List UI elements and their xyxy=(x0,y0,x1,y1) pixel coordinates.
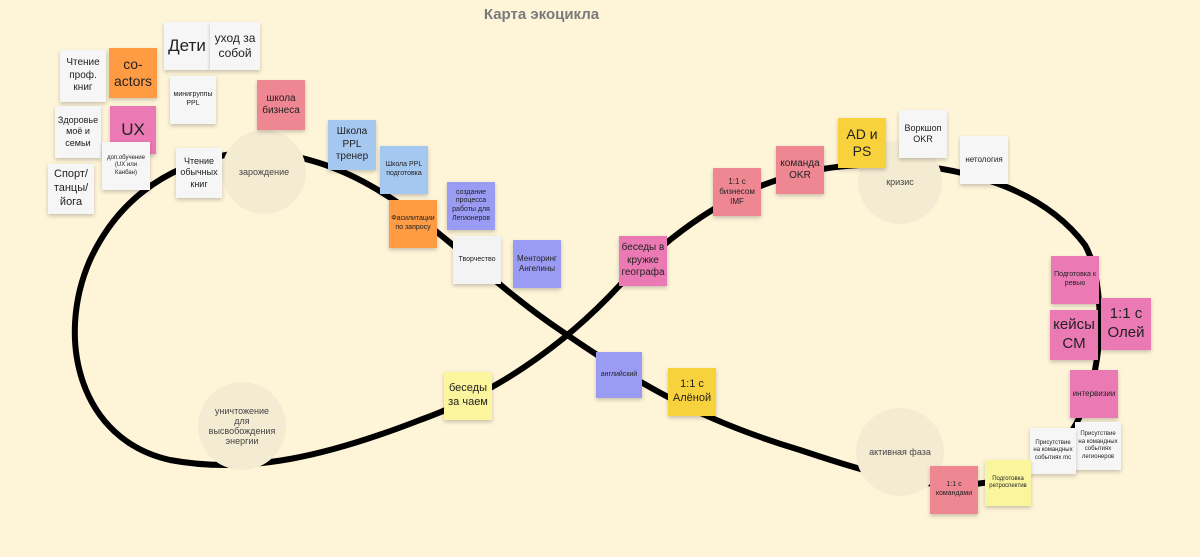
sticky-note-geographer-talks[interactable]: беседы в кружке географа xyxy=(619,236,667,286)
sticky-note-okr-team[interactable]: команда OKR xyxy=(776,146,824,194)
sticky-note-kids[interactable]: Дети xyxy=(164,22,210,70)
sticky-note-text: Подготовка к ревью xyxy=(1054,271,1096,287)
sticky-note-text: Чтение проф. книг xyxy=(66,57,100,94)
sticky-note-health[interactable]: Здоровье моё и семьи xyxy=(55,106,101,158)
sticky-note-minigroups[interactable]: минигруппы PPL xyxy=(170,76,216,124)
sticky-note-text: Творчество xyxy=(458,255,496,263)
sticky-note-reading-prof[interactable]: Чтение проф. книг xyxy=(60,50,106,102)
phase-birth-label: зарождение xyxy=(238,167,290,177)
sticky-note-text: уход за собой xyxy=(214,31,256,60)
sticky-note-text: Дети xyxy=(168,36,206,56)
sticky-note-text: Школа PPL подготовка xyxy=(385,161,423,177)
sticky-note-review-prep[interactable]: Подготовка к ревью xyxy=(1051,256,1099,304)
sticky-note-text: 1:1 с Олей xyxy=(1107,305,1145,341)
sticky-note-text: Здоровье моё и семьи xyxy=(57,115,99,148)
sticky-note-text: минигруппы PPL xyxy=(173,91,213,107)
sticky-note-self-care[interactable]: уход за собой xyxy=(210,22,260,70)
sticky-note-one-on-one-alena[interactable]: 1:1 с Алёной xyxy=(668,368,716,416)
sticky-note-mc-events[interactable]: Присутствие на командных событиях mc xyxy=(1030,428,1076,474)
sticky-note-text: UX xyxy=(121,120,145,140)
sticky-note-okr-workshop[interactable]: Воркшоп OKR xyxy=(899,110,947,158)
sticky-note-text: кейсы CM xyxy=(1053,316,1095,352)
sticky-note-ppl-trainer[interactable]: Школа PPL тренер xyxy=(328,120,376,170)
sticky-note-text: Присутствие на командных событиях mc xyxy=(1033,439,1073,461)
sticky-note-text: Присутствие на командных событиях легион… xyxy=(1078,431,1118,460)
sticky-note-text: создание процесса работы для Легионеров xyxy=(451,188,491,222)
sticky-note-text: беседы в кружке географа xyxy=(621,242,665,279)
sticky-note-text: Подготовка ретроспектив xyxy=(989,475,1027,490)
sticky-note-ppl-prep[interactable]: Школа PPL подготовка xyxy=(380,146,428,194)
sticky-note-reading-ordinary[interactable]: Чтение обычных книг xyxy=(176,148,222,198)
sticky-note-sport[interactable]: Спорт/ танцы/ йога xyxy=(48,164,94,214)
sticky-note-teams-one-on-one[interactable]: 1:1 с командами xyxy=(930,466,978,514)
sticky-note-creativity[interactable]: Творчество xyxy=(453,236,501,284)
sticky-note-legion-events[interactable]: Присутствие на командных событиях легион… xyxy=(1075,422,1121,470)
sticky-note-text: Менторинг Ангелины xyxy=(517,254,557,273)
phase-crisis-label: кризис xyxy=(886,177,914,187)
sticky-note-business-school[interactable]: школа бизнеса xyxy=(257,80,305,130)
sticky-note-netology[interactable]: нетология xyxy=(960,136,1008,184)
sticky-note-text: английский xyxy=(600,370,638,378)
sticky-note-tea-talks[interactable]: беседы за чаем xyxy=(444,372,492,420)
sticky-note-text: нетология xyxy=(965,155,1003,164)
sticky-note-text: доп.обучение (UX или Канбан) xyxy=(107,154,145,176)
sticky-note-ad-ps[interactable]: AD и PS xyxy=(838,118,886,168)
sticky-note-text: школа бизнеса xyxy=(262,92,300,117)
sticky-note-extra-edu[interactable]: доп.обучение (UX или Канбан) xyxy=(102,142,150,190)
sticky-note-english[interactable]: английский xyxy=(596,352,642,398)
sticky-note-co-actors[interactable]: co-actors xyxy=(109,48,157,98)
phase-active: активная фаза xyxy=(856,408,944,496)
sticky-note-cm-cases[interactable]: кейсы CM xyxy=(1050,310,1098,360)
sticky-note-text: 1:1 с Алёной xyxy=(672,378,712,404)
sticky-note-text: Фасилитации по запросу xyxy=(391,215,435,231)
phase-birth: зарождение xyxy=(222,130,306,214)
sticky-note-text: 1:1 с бизнесом IMF xyxy=(719,177,755,206)
sticky-note-text: интервизии xyxy=(1072,389,1116,398)
sticky-note-text: команда OKR xyxy=(780,157,820,182)
sticky-note-one-on-one-olya[interactable]: 1:1 с Олей xyxy=(1101,298,1151,350)
sticky-note-text: беседы за чаем xyxy=(448,382,488,408)
sticky-note-text: 1:1 с командами xyxy=(935,481,973,497)
sticky-note-text: Воркшоп OKR xyxy=(904,122,942,144)
sticky-note-retro-prep[interactable]: Подготовка ретроспектив xyxy=(985,460,1031,506)
sticky-note-imf-business[interactable]: 1:1 с бизнесом IMF xyxy=(713,168,761,216)
sticky-note-legionnaires-process[interactable]: создание процесса работы для Легионеров xyxy=(447,182,495,230)
sticky-note-text: co-actors xyxy=(113,55,153,90)
sticky-note-text: Спорт/ танцы/ йога xyxy=(53,168,89,208)
sticky-note-text: Чтение обычных книг xyxy=(180,156,218,189)
sticky-note-text: Школа PPL тренер xyxy=(335,126,369,163)
sticky-note-mentoring[interactable]: Менторинг Ангелины xyxy=(513,240,561,288)
phase-destruction-label: уничтожение для высвобождения энергии xyxy=(208,406,276,446)
sticky-note-text: AD и PS xyxy=(846,125,878,160)
phase-destruction: уничтожение для высвобождения энергии xyxy=(198,382,286,470)
sticky-note-interviews[interactable]: интервизии xyxy=(1070,370,1118,418)
phase-active-label: активная фаза xyxy=(869,447,931,457)
diagram-title: Карта экоцикла xyxy=(483,6,600,23)
sticky-note-facilitation[interactable]: Фасилитации по запросу xyxy=(389,200,437,248)
